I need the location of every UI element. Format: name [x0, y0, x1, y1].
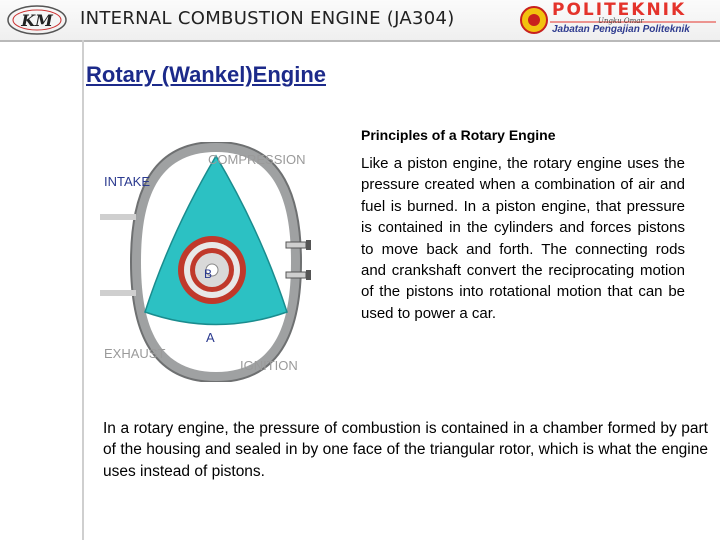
compression-label: COMPRESSION — [208, 152, 306, 167]
slide-title: Rotary (Wankel)Engine — [86, 62, 326, 87]
km-logo-text: KM — [20, 11, 54, 30]
brand-department: Jabatan Pengajian Politeknik — [552, 24, 690, 35]
ignition-label: IGNITION — [240, 358, 298, 373]
rotary-chamber-paragraph: In a rotary engine, the pressure of comb… — [103, 420, 708, 480]
intake-port — [100, 214, 136, 220]
brand-name: POLITEKNIK — [552, 0, 687, 20]
exhaust-port — [100, 290, 136, 296]
politeknik-logo — [520, 6, 716, 34]
brand-tagline: Ungku Omar — [598, 17, 644, 25]
exhaust-label: EXHAUST — [104, 346, 165, 361]
left-accent-line — [82, 40, 84, 540]
principles-heading: Principles of a Rotary Engine — [361, 127, 556, 143]
rotary-engine-diagram: COMPRESSION INTAKE EXHAUST IGNITION A B — [100, 142, 311, 382]
spark-plugs — [285, 240, 311, 280]
rotor-face-a-label: A — [206, 330, 215, 345]
course-title: INTERNAL COMBUSTION ENGINE (JA304) — [80, 8, 455, 29]
slide-header: KM INTERNAL COMBUSTION ENGINE (JA304) PO… — [0, 0, 720, 42]
intake-label: INTAKE — [104, 174, 150, 189]
km-logo: KM — [7, 5, 67, 35]
principles-paragraph: Like a piston engine, the rotary engine … — [361, 155, 685, 322]
rotor-face-b-label: B — [204, 267, 212, 281]
